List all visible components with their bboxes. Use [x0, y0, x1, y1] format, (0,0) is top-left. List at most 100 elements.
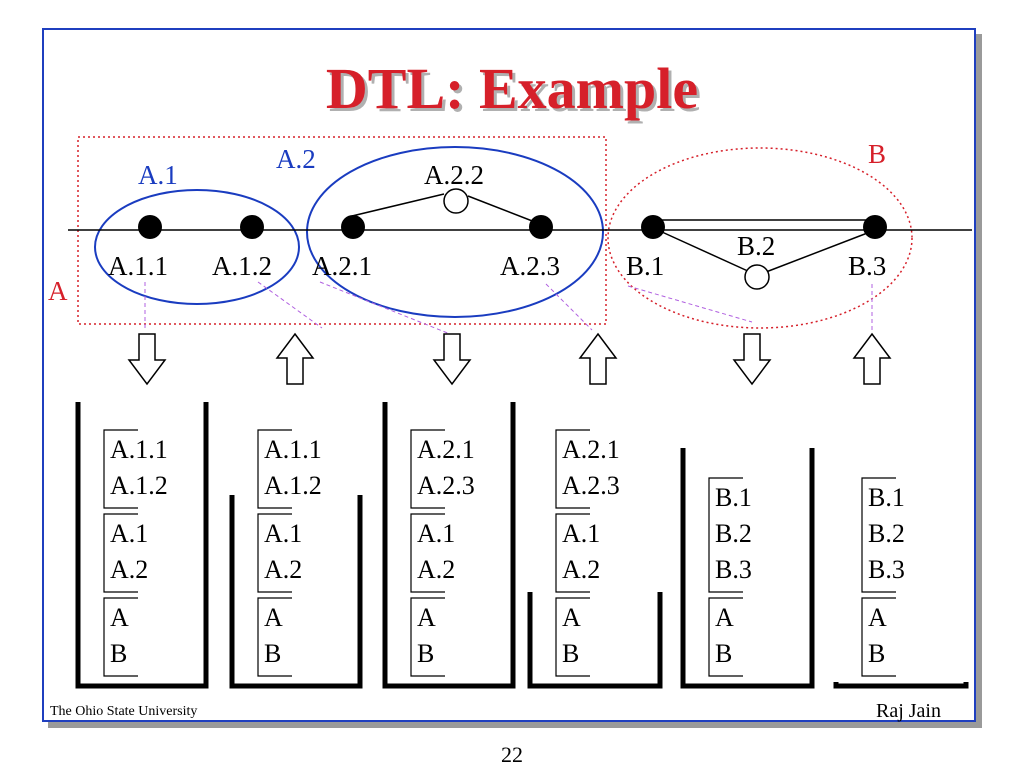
stack-entry: B: [868, 639, 885, 668]
stack-container: [75, 402, 209, 689]
stack-entry: A: [715, 603, 734, 632]
stack-frame: [555, 429, 590, 509]
stack-entry: A.2.3: [417, 471, 475, 500]
arrows-layer: [127, 332, 892, 386]
stack-frame: [257, 597, 292, 677]
stack-4: AB A.1A.2 A.2.1A.2.3: [527, 429, 663, 689]
stack-container: [382, 402, 516, 689]
group-b-label: B: [868, 139, 886, 169]
stack-container: [680, 448, 815, 689]
stack-frame: [257, 513, 292, 593]
stack-frame: [257, 429, 292, 509]
stack-entry: B.2: [715, 519, 752, 548]
stack-frame: [103, 513, 138, 593]
footer-university: The Ohio State University: [50, 704, 198, 719]
node-b3-label: B.3: [848, 251, 886, 281]
edge-a22-a23: [467, 195, 541, 225]
stack-entry: A.1.2: [110, 471, 168, 500]
stack-entry: A.1: [264, 519, 302, 548]
stack-entry: A.1: [562, 519, 600, 548]
node-a11-label: A.1.1: [108, 251, 168, 281]
edge-b2-b3: [765, 231, 871, 273]
stack-frame: [861, 477, 896, 593]
stack-frame: [555, 513, 590, 593]
node-b3: [863, 215, 887, 239]
stack-frame: [708, 477, 743, 593]
group-b-ellipse: [607, 147, 913, 329]
stack-container: [229, 495, 363, 689]
stack-entry: A.2: [562, 555, 600, 584]
node-a21: [341, 215, 365, 239]
stack-frame: [410, 429, 445, 509]
arrow-down-3: [432, 333, 472, 386]
leader-2: [257, 281, 323, 329]
stack-entry: B: [110, 639, 127, 668]
stack-frame: [103, 429, 138, 509]
stack-entry: B.1: [868, 483, 905, 512]
page-number: 22: [501, 742, 523, 767]
stack-frame: [861, 597, 896, 677]
stack-entry: A.2: [110, 555, 148, 584]
stack-1: ABA.1A.2A.1.1A.1.2: [75, 402, 209, 689]
stack-entry: A.2: [264, 555, 302, 584]
stack-entry: B.3: [715, 555, 752, 584]
stack-entry: A: [562, 603, 581, 632]
node-b1: [641, 215, 665, 239]
stack-2: ABA.1A.2A.1.1A.1.2: [229, 429, 363, 689]
stack-entry: A: [868, 603, 887, 632]
stack-container: [833, 682, 969, 689]
stack-entry: B: [562, 639, 579, 668]
node-a11: [138, 215, 162, 239]
arrow-up-4: [578, 332, 618, 385]
group-a1-ellipse: [94, 189, 300, 305]
stack-entry: A: [417, 603, 436, 632]
stack-entry: B: [715, 639, 732, 668]
stack-frame: [410, 513, 445, 593]
stack-frame: [103, 597, 138, 677]
stacks-layer: ABA.1A.2A.1.1A.1.2ABA.1A.2A.1.1A.1.2ABA.…: [75, 402, 969, 689]
stack-entry: A.1.2: [264, 471, 322, 500]
node-a21-label: A.2.1: [312, 251, 372, 281]
node-a23: [529, 215, 553, 239]
group-a2-label: A.2: [276, 144, 316, 174]
node-a22-label: A.2.2: [424, 160, 484, 190]
stack-entry: A.1.1: [110, 435, 168, 464]
edge-a21-a22: [351, 193, 445, 217]
arrow-down-1: [127, 333, 167, 386]
stack-entry: A.2.1: [562, 435, 620, 464]
stack-entry: A.1.1: [264, 435, 322, 464]
node-a12-label: A.1.2: [212, 251, 272, 281]
leader-4: [545, 283, 593, 331]
leader-5: [627, 285, 753, 323]
group-a1-label: A.1: [138, 160, 178, 190]
arrow-up-2: [275, 332, 315, 385]
arrow-down-5: [732, 333, 772, 386]
stack-entry: A.2: [417, 555, 455, 584]
stack-entry: B.3: [868, 555, 905, 584]
footer-author: Raj Jain: [876, 700, 941, 722]
stack-entry: A.2.1: [417, 435, 475, 464]
arrow-up-6: [852, 332, 892, 385]
stack-entry: A.1: [110, 519, 148, 548]
stack-entry: B: [417, 639, 434, 668]
stack-frame: [410, 597, 445, 677]
stack-entry: A.2.3: [562, 471, 620, 500]
stack-entry: B.1: [715, 483, 752, 512]
stack-frame: [708, 597, 743, 677]
stack-frame: [555, 597, 590, 677]
stack-entry: A: [264, 603, 283, 632]
node-b2: [744, 264, 770, 290]
slide-frame: [42, 28, 976, 722]
node-a23-label: A.2.3: [500, 251, 560, 281]
node-a12: [240, 215, 264, 239]
leader-3: [319, 281, 451, 335]
node-b1-label: B.1: [626, 251, 664, 281]
stack-6: AB B.1B.2B.3: [833, 477, 969, 689]
edge-b1-b2: [661, 231, 751, 273]
node-b2-label: B.2: [737, 231, 775, 261]
stack-entry: B.2: [868, 519, 905, 548]
group-a-label: A: [48, 276, 68, 306]
stack-entry: A.1: [417, 519, 455, 548]
group-a2-ellipse: [306, 146, 604, 318]
